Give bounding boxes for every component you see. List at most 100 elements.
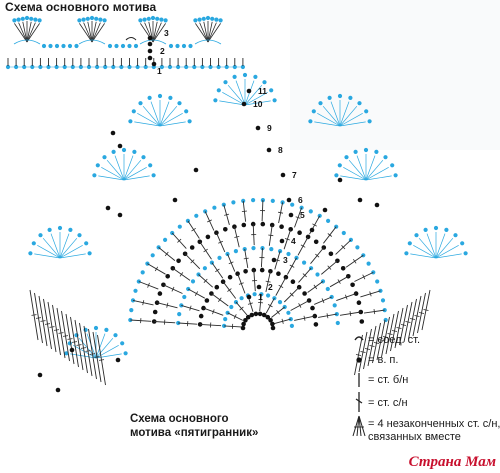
fan-line: [50, 233, 61, 259]
stitch-crossbar: [327, 265, 332, 270]
fan-line: [137, 112, 161, 127]
numbered-row-dot: [286, 197, 292, 203]
stitch-crossbar: [315, 253, 320, 258]
top-fan-dot: [20, 16, 25, 21]
top-chain-dot: [48, 43, 53, 49]
black-chain-dot: [117, 212, 123, 218]
ring-dot: [140, 270, 145, 275]
fan-line: [42, 237, 61, 259]
top-fan-dot: [159, 17, 164, 22]
center-ring-dot: [241, 321, 246, 327]
stitch-crossbar: [267, 304, 273, 308]
fan-dot: [28, 251, 33, 256]
black-chain-dot: [105, 205, 111, 211]
fan-dot: [93, 325, 99, 331]
stitch-crossbar: [312, 223, 317, 227]
ring-dot: [251, 246, 256, 251]
legend-label-single-crochet: = ст. б/н: [368, 374, 409, 386]
ring-dot: [252, 292, 257, 297]
legend-label-slip-stitch: = соед. ст.: [368, 334, 421, 346]
fan-line: [339, 112, 363, 127]
top-fan-dot: [205, 15, 211, 21]
top-fan-arc: [139, 39, 167, 45]
caption-line-2: мотива «пятигранник»: [130, 427, 259, 439]
cluster-4-icon: [352, 415, 366, 437]
stitch-crossbar: [35, 317, 42, 319]
ring-dot: [239, 296, 244, 301]
numbered-row-dot: [246, 294, 252, 300]
numbered-row-dot: [279, 238, 285, 244]
ring-dot: [182, 294, 187, 300]
fan-line: [59, 253, 86, 259]
fan-line: [59, 244, 83, 259]
ring-dot: [152, 309, 158, 315]
ring-dot: [299, 205, 304, 210]
fan-line: [34, 253, 61, 259]
fan-line: [435, 244, 459, 259]
top-fan-stitch: [87, 21, 93, 43]
black-chain-dot: [357, 197, 363, 203]
stitch-crossbar: [53, 329, 60, 331]
ring-dot: [176, 258, 181, 264]
stitch-crossbar: [369, 291, 372, 297]
ring-dot: [310, 305, 315, 311]
stitch-crossbar: [278, 211, 284, 214]
fan-dot: [334, 173, 339, 178]
top-fan-dot: [102, 18, 107, 23]
ring-dot: [198, 313, 204, 319]
stitch-crossbar: [179, 272, 184, 277]
ring-dot: [302, 260, 307, 265]
stitch-crossbar: [98, 359, 105, 361]
ring-dot: [190, 279, 196, 284]
fan-line: [365, 159, 384, 181]
top-chain-dot: [61, 43, 66, 49]
top-chain-dot: [54, 43, 60, 49]
main-row-number-2: 2: [268, 282, 273, 292]
stitch-crossbar: [295, 216, 301, 219]
top-fan-dot: [163, 18, 168, 23]
ring-dot: [189, 245, 195, 250]
fan-dot: [337, 163, 342, 168]
top-fan-stitch: [26, 23, 40, 43]
stitch-crossbar: [62, 335, 69, 337]
fan-dot: [242, 72, 248, 78]
fan-line: [142, 105, 161, 127]
main-diagram-caption: Схема основного мотива «пятигранник»: [130, 412, 258, 440]
ring-dot: [243, 269, 248, 274]
center-ring-dot: [257, 311, 263, 317]
stitch-crossbar: [212, 309, 215, 315]
fan-line: [59, 237, 78, 259]
top-fan-dot: [197, 17, 202, 22]
stitch-crossbar: [85, 350, 91, 352]
ring-dot: [194, 213, 199, 218]
fan-line: [114, 155, 125, 181]
ring-dot: [136, 279, 141, 284]
top-row-number-1: 1: [157, 66, 162, 76]
ring-dot: [335, 320, 340, 326]
top-fan-stitch: [18, 22, 28, 43]
black-chain-dot: [374, 202, 380, 208]
fan-dot: [393, 173, 398, 178]
stitch-crossbar: [387, 333, 393, 335]
stitch-crossbar: [71, 341, 78, 343]
stitch-crossbar: [298, 303, 302, 308]
top-fan-dot: [98, 17, 103, 22]
fan-dot: [344, 155, 349, 160]
stitch-crossbar: [89, 353, 96, 355]
stitch-crossbar: [233, 314, 237, 319]
center-ring-dot: [253, 311, 259, 317]
ring-dot: [270, 198, 275, 203]
fan-dot: [272, 98, 277, 103]
fan-dot: [463, 251, 468, 256]
fan-dot: [364, 109, 369, 114]
top-fan-stitch: [207, 23, 221, 43]
fan-dot: [453, 233, 458, 238]
top-fan-dot: [150, 15, 156, 21]
fan-line: [356, 155, 367, 181]
fan-dot: [68, 227, 73, 232]
fan-dot: [157, 93, 163, 99]
black-chain-dot: [309, 227, 315, 233]
top-fan-dot: [218, 18, 223, 23]
ring-dot: [186, 286, 191, 292]
stitch-crossbar: [49, 326, 55, 328]
